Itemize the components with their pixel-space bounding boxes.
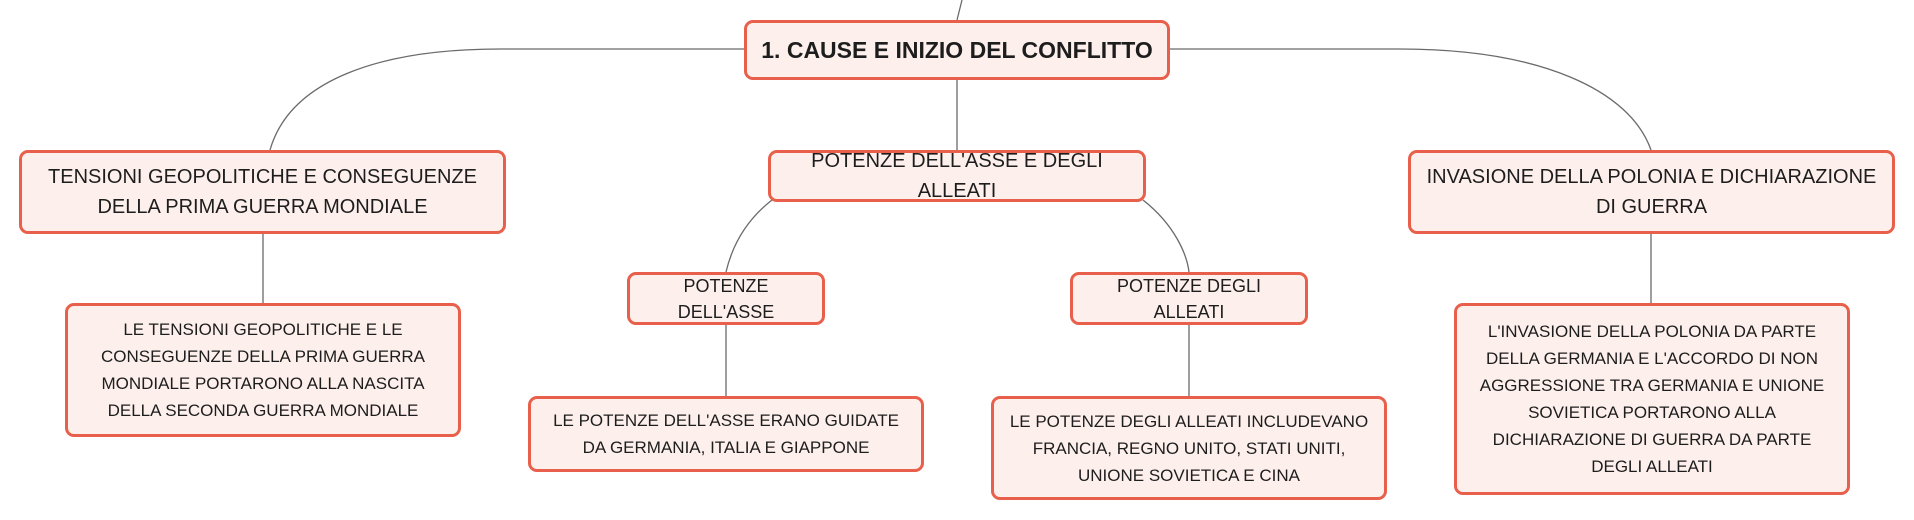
detail-text: LE POTENZE DEGLI ALLEATI INCLUDEVANO FRA… bbox=[1009, 411, 1369, 485]
branch-label: INVASIONE DELLA POLONIA E DICHIARAZIONE … bbox=[1426, 166, 1877, 218]
detail-tensioni-geopolitiche[interactable]: LE TENSIONI GEOPOLITICHE E LE CONSEGUENZ… bbox=[65, 303, 461, 437]
detail-text: LE POTENZE DELL'ASSE ERANO GUIDATE DA GE… bbox=[553, 411, 899, 457]
connector-parent-root bbox=[956, 0, 963, 21]
root-topic-label: 1. CAUSE E INIZIO DEL CONFLITTO bbox=[761, 36, 1153, 63]
subtopic-label: POTENZE DELL'ASSE bbox=[677, 275, 775, 322]
subtopic-label: POTENZE DEGLI ALLEATI bbox=[1116, 275, 1262, 322]
branch-potenze-asse-alleati[interactable]: POTENZE DELL'ASSE E DEGLI ALLEATI bbox=[768, 150, 1146, 202]
connector-branch2-child1 bbox=[725, 199, 773, 273]
branch-tensioni-geopolitiche[interactable]: TENSIONI GEOPOLITICHE E CONSEGUENZE DELL… bbox=[19, 150, 506, 234]
detail-potenze-alleati[interactable]: LE POTENZE DEGLI ALLEATI INCLUDEVANO FRA… bbox=[991, 396, 1387, 500]
subtopic-potenze-alleati[interactable]: POTENZE DEGLI ALLEATI bbox=[1070, 272, 1308, 325]
detail-invasione-polonia[interactable]: L'INVASIONE DELLA POLONIA DA PARTE DELLA… bbox=[1454, 303, 1850, 495]
branch-invasione-polonia[interactable]: INVASIONE DELLA POLONIA E DICHIARAZIONE … bbox=[1408, 150, 1895, 234]
connector-branch2-child2 bbox=[1142, 199, 1190, 273]
branch-label: TENSIONI GEOPOLITICHE E CONSEGUENZE DELL… bbox=[48, 166, 477, 218]
connector-root-branch1 bbox=[269, 48, 744, 151]
detail-text: LE TENSIONI GEOPOLITICHE E LE CONSEGUENZ… bbox=[100, 320, 426, 420]
branch-label: POTENZE DELL'ASSE E DEGLI ALLEATI bbox=[811, 150, 1103, 202]
subtopic-potenze-asse[interactable]: POTENZE DELL'ASSE bbox=[627, 272, 825, 325]
detail-text: L'INVASIONE DELLA POLONIA DA PARTE DELLA… bbox=[1479, 322, 1825, 476]
detail-potenze-asse[interactable]: LE POTENZE DELL'ASSE ERANO GUIDATE DA GE… bbox=[528, 396, 924, 472]
connector-root-branch3 bbox=[1170, 48, 1652, 151]
root-topic[interactable]: 1. CAUSE E INIZIO DEL CONFLITTO bbox=[744, 20, 1170, 80]
